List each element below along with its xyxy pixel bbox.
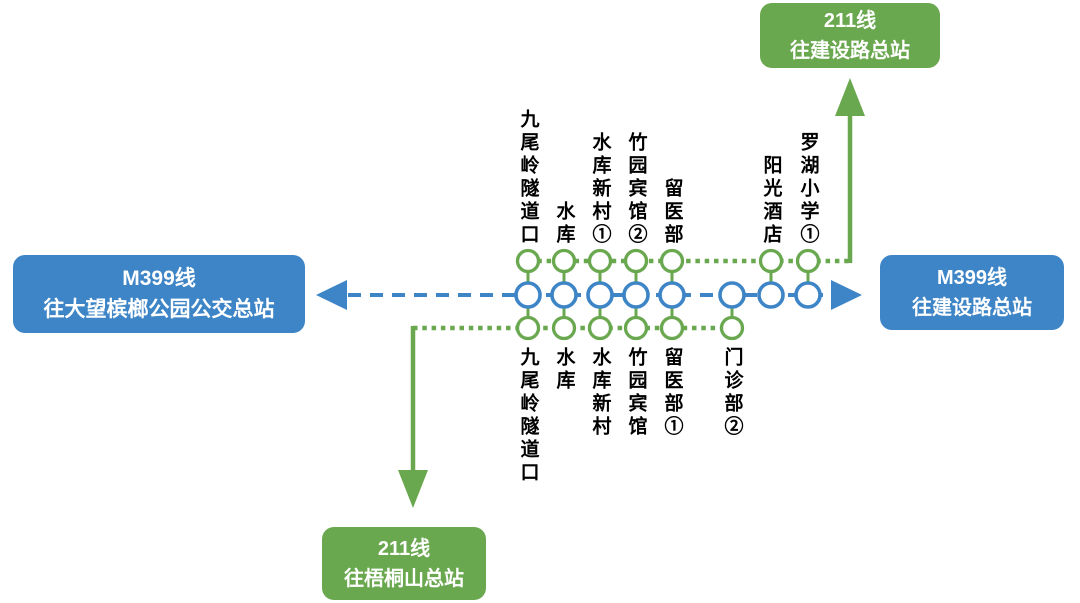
stop-circle-211-down	[659, 315, 685, 341]
terminal-box-m399-west: M399线 往大望槟榔公园公交总站	[13, 255, 305, 333]
station-label-top: 阳光酒店	[760, 155, 782, 247]
stop-circle-211-up	[515, 248, 541, 274]
terminal-destination: 往建设路总站	[790, 39, 910, 62]
stop-circle-211-up	[551, 248, 577, 274]
station-label-top: 九尾岭隧道口	[517, 109, 539, 247]
stop-circle-m399	[757, 281, 785, 309]
station-label-bottom: 留医部①	[661, 347, 683, 439]
route-211-down-arrowhead-icon	[398, 470, 428, 508]
route-m399-west-arrowhead-icon	[316, 280, 347, 310]
stop-circle-m399	[514, 281, 542, 309]
stop-circle-211-down	[623, 315, 649, 341]
station-label-bottom: 九尾岭隧道口	[517, 347, 539, 485]
stop-circle-211-up	[623, 248, 649, 274]
station-label-top: 留医部	[661, 178, 683, 247]
stop-circle-m399	[794, 281, 822, 309]
route-m399-east-arrowhead-icon	[831, 280, 862, 310]
station-label-top: 罗湖小学①	[797, 132, 819, 247]
stop-circle-211-up	[758, 248, 784, 274]
station-label-bottom: 门诊部②	[721, 347, 743, 439]
stop-circle-m399	[622, 281, 650, 309]
terminal-destination: 往梧桐山总站	[344, 567, 464, 590]
stop-circle-211-down	[719, 315, 745, 341]
station-label-top: 竹园宾馆②	[625, 132, 647, 247]
stop-circle-211-up	[795, 248, 821, 274]
stop-circle-m399	[586, 281, 614, 309]
terminal-box-211-north: 211线 往建设路总站	[760, 3, 940, 68]
terminal-destination: 往建设路总站	[912, 296, 1032, 319]
station-label-top: 水库新村①	[589, 132, 611, 247]
stop-circle-211-up	[659, 248, 685, 274]
terminal-line-name: M399线	[936, 266, 1008, 289]
terminal-box-211-south: 211线 往梧桐山总站	[322, 527, 486, 600]
terminal-line-name: 211线	[377, 537, 431, 560]
stop-circle-211-down	[515, 315, 541, 341]
stop-circle-211-down	[551, 315, 577, 341]
stop-circle-m399	[658, 281, 686, 309]
stop-circle-211-down	[587, 315, 613, 341]
stop-circle-m399	[550, 281, 578, 309]
route-211-up-arrowhead-icon	[835, 78, 865, 116]
station-label-bottom: 水库新村	[589, 347, 611, 439]
terminal-destination: 往大望槟榔公园公交总站	[43, 298, 275, 321]
terminal-box-m399-east: M399线 往建设路总站	[880, 255, 1064, 330]
terminal-line-name: 211线	[823, 9, 877, 32]
terminal-line-name: M399线	[122, 266, 196, 290]
station-label-bottom: 水库	[553, 347, 575, 393]
stop-circle-211-up	[587, 248, 613, 274]
station-label-bottom: 竹园宾馆	[625, 347, 647, 439]
stop-circle-m399	[718, 281, 746, 309]
station-label-top: 水库	[553, 201, 575, 247]
